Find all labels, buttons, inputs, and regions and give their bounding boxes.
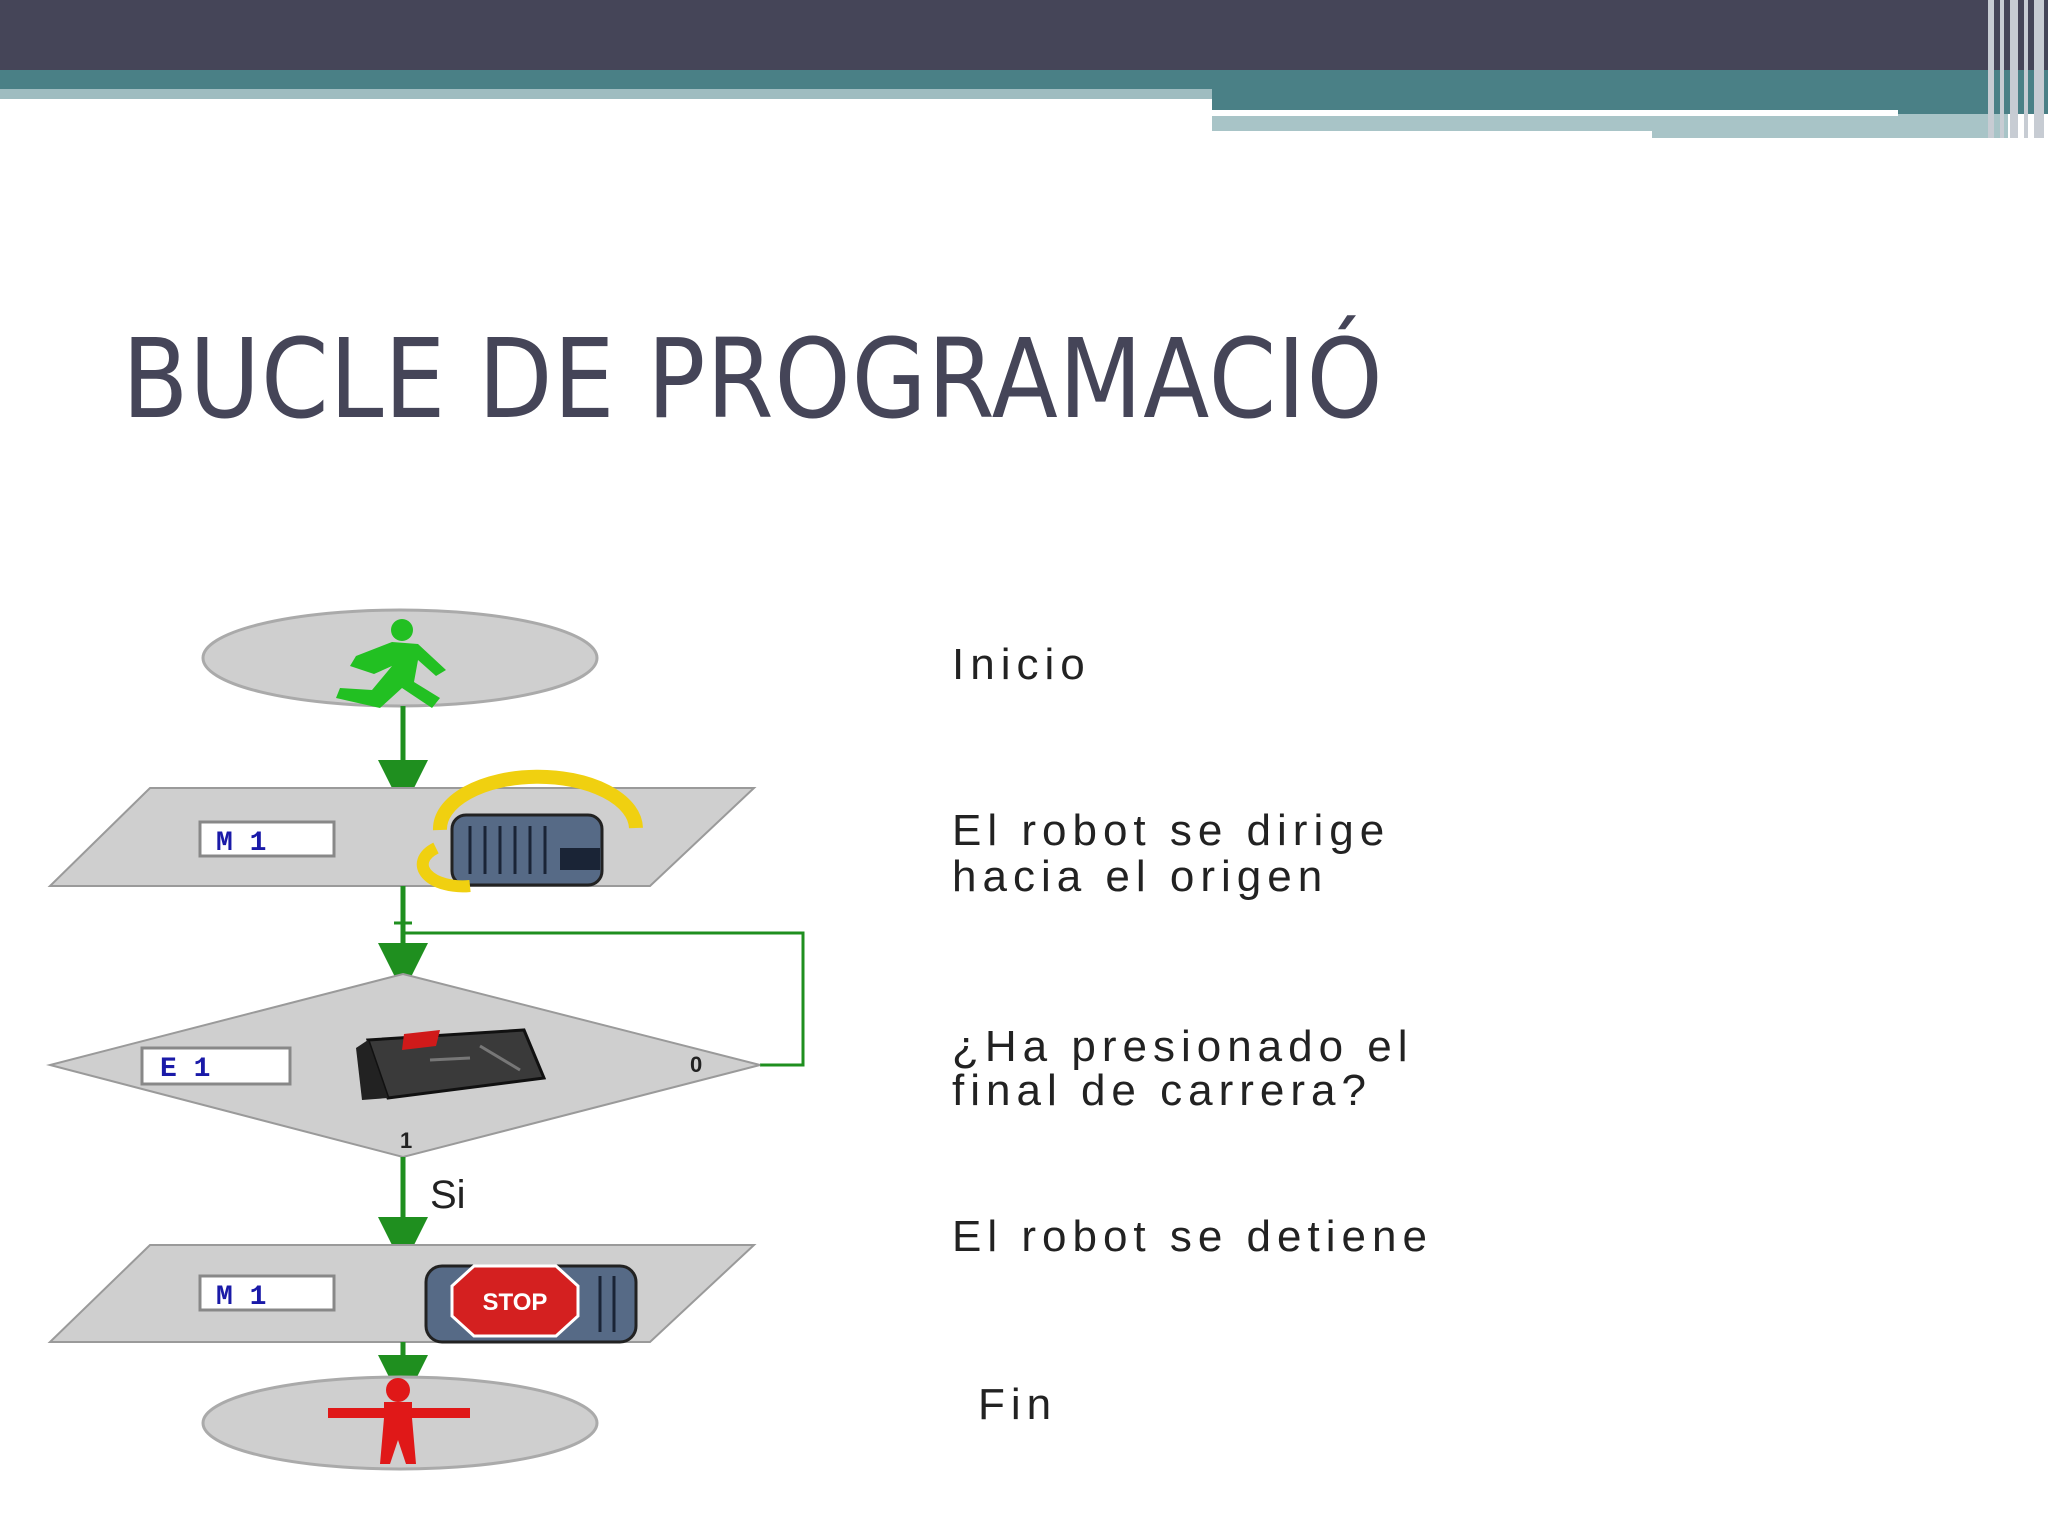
motor-stop-icon: STOP	[424, 1264, 638, 1344]
motor-port-label: M 1	[216, 828, 266, 859]
header-edge-stripes	[1988, 0, 2048, 138]
end-node	[201, 1375, 599, 1471]
limit-switch-icon	[356, 1028, 547, 1100]
start-description: Inicio	[952, 640, 1091, 689]
header-band	[0, 0, 2048, 70]
motor-on-description-line-2: hacia el origen	[952, 852, 1329, 901]
header-accent-band-light	[0, 89, 1212, 99]
yes-branch-label: Si	[430, 1173, 466, 1217]
motor-rotating-icon	[416, 769, 643, 893]
decision-description-line-1: ¿Ha presionado el	[952, 1022, 1414, 1071]
decision-true-branch-label: 1	[400, 1128, 412, 1153]
header-accent-band	[0, 70, 2048, 89]
slide-title: BUCLE DE PROGRAMACIÓ	[122, 315, 1384, 443]
decision-node: E 1 0 1	[46, 972, 761, 1159]
flowchart: M 1 E 1	[46, 608, 805, 1471]
stop-description: El robot se detiene	[952, 1212, 1433, 1261]
decision-description-line-2: final de carrera?	[952, 1066, 1372, 1115]
end-description: Fin	[978, 1380, 1058, 1429]
green-walking-figure-icon	[336, 619, 446, 708]
sensor-port-label: E 1	[160, 1054, 210, 1085]
motor-port-label: M 1	[216, 1282, 266, 1313]
motor-stop-node: M 1 STOP	[47, 1244, 757, 1344]
motor-on-node: M 1	[47, 769, 757, 893]
start-node	[201, 608, 599, 708]
header-accent-line	[1212, 110, 1898, 116]
header-accent-line	[1212, 131, 1652, 138]
red-standing-figure-icon	[328, 1378, 470, 1464]
stop-sign-text: STOP	[483, 1289, 548, 1316]
loop-back-line	[403, 931, 805, 1067]
decision-false-branch-label: 0	[690, 1052, 702, 1077]
header-accent-right	[1212, 89, 2048, 114]
motor-on-description-line-1: El robot se dirige	[952, 806, 1391, 855]
